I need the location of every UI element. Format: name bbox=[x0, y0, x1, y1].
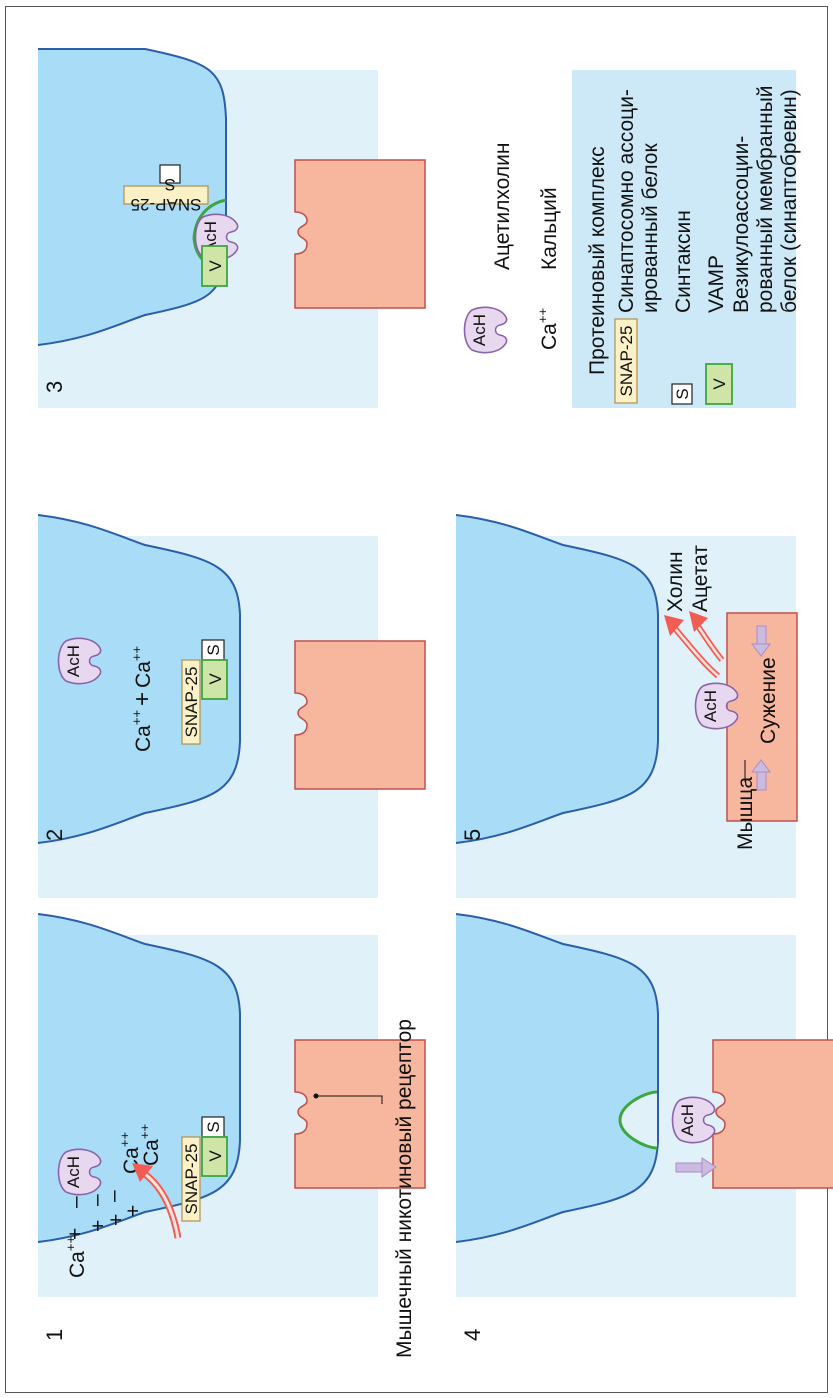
ach-legend-symbol: AcH bbox=[470, 314, 489, 346]
calcium-reaction: Ca+++Ca++ bbox=[129, 646, 156, 752]
ca-legend-text: Кальций bbox=[538, 187, 561, 270]
vamp-label: V bbox=[206, 673, 225, 685]
plus-charge: + bbox=[64, 1228, 87, 1240]
snap25-label: SNAP-25 bbox=[131, 195, 202, 214]
ca-legend-symbol: Ca++ bbox=[535, 308, 561, 350]
complex-title: Протеиновый комплекс bbox=[586, 146, 609, 375]
panel-5-number: 5 bbox=[460, 829, 485, 841]
panel-5: AcH Сужение Холин Ацетат Мышца 5 bbox=[456, 515, 797, 898]
nerve-terminal bbox=[456, 515, 658, 843]
vamp-label: V bbox=[206, 260, 225, 272]
ach-label: AcH bbox=[678, 1104, 697, 1136]
ach-label: AcH bbox=[64, 1156, 83, 1188]
muscle-block bbox=[295, 641, 425, 789]
vamp-label: V bbox=[206, 1150, 225, 1162]
ach-legend-text: Ацетилхолин bbox=[491, 143, 514, 270]
snap25-legend-symbol: SNAP-25 bbox=[617, 326, 636, 397]
panel-4-number: 4 bbox=[460, 1329, 485, 1341]
snap25-label: SNAP-25 bbox=[182, 667, 201, 738]
muscle-label: Мышца bbox=[734, 777, 757, 850]
syntaxin-label: S bbox=[204, 1121, 223, 1132]
snap25-label: SNAP-25 bbox=[182, 1144, 201, 1215]
choline-label: Холин bbox=[664, 551, 687, 612]
vamp-legend-text: Везикулоассоции- bbox=[730, 136, 753, 313]
acetate-label: Ацетат bbox=[689, 545, 712, 612]
syntaxin-label: S bbox=[164, 175, 175, 194]
vamp-legend-text: VAMP bbox=[705, 255, 728, 313]
contraction-label: Сужение bbox=[757, 657, 780, 744]
nerve-terminal bbox=[456, 914, 658, 1242]
vamp-legend-text: белок (синаптобревин) bbox=[778, 89, 801, 313]
plus-charge: + bbox=[122, 1205, 145, 1217]
panel-2-number: 2 bbox=[42, 829, 67, 841]
snap25-legend-text: Синаптосомно ассоци- bbox=[615, 89, 638, 313]
vamp-legend-symbol: V bbox=[710, 378, 729, 390]
panel-1-number: 1 bbox=[42, 1329, 67, 1341]
panel-3: AcH V SNAP-25 S 3 bbox=[38, 49, 425, 408]
vamp-legend-text: рованный мембранный bbox=[754, 85, 777, 313]
panel-1: AcH SNAP-25 S V Ca++ Ca++ Ca++ + + + + –… bbox=[38, 914, 425, 1358]
syntaxin-legend-text: Синтаксин bbox=[672, 210, 695, 313]
minus-charge: – bbox=[64, 1196, 87, 1208]
minus-charge: – bbox=[102, 1190, 125, 1202]
muscle-block bbox=[295, 160, 425, 308]
snap25-legend-text: ированный белок bbox=[639, 143, 662, 313]
panel-3-number: 3 bbox=[42, 381, 67, 393]
ach-label: AcH bbox=[64, 645, 83, 677]
receptor-label: Мышечный никотиновый рецептор bbox=[393, 1019, 416, 1358]
legend: AcH Ацетилхолин Ca++ Кальций Протеиновый… bbox=[465, 70, 802, 408]
panel-2: AcH SNAP-25 S V Ca+++Ca++ 2 bbox=[38, 515, 425, 898]
ach-label: AcH bbox=[701, 690, 720, 722]
panel-4: AcH 4 bbox=[456, 914, 833, 1341]
syntaxin-legend-symbol: S bbox=[673, 388, 692, 399]
syntaxin-label: S bbox=[204, 644, 223, 655]
muscle-block bbox=[713, 1040, 833, 1188]
